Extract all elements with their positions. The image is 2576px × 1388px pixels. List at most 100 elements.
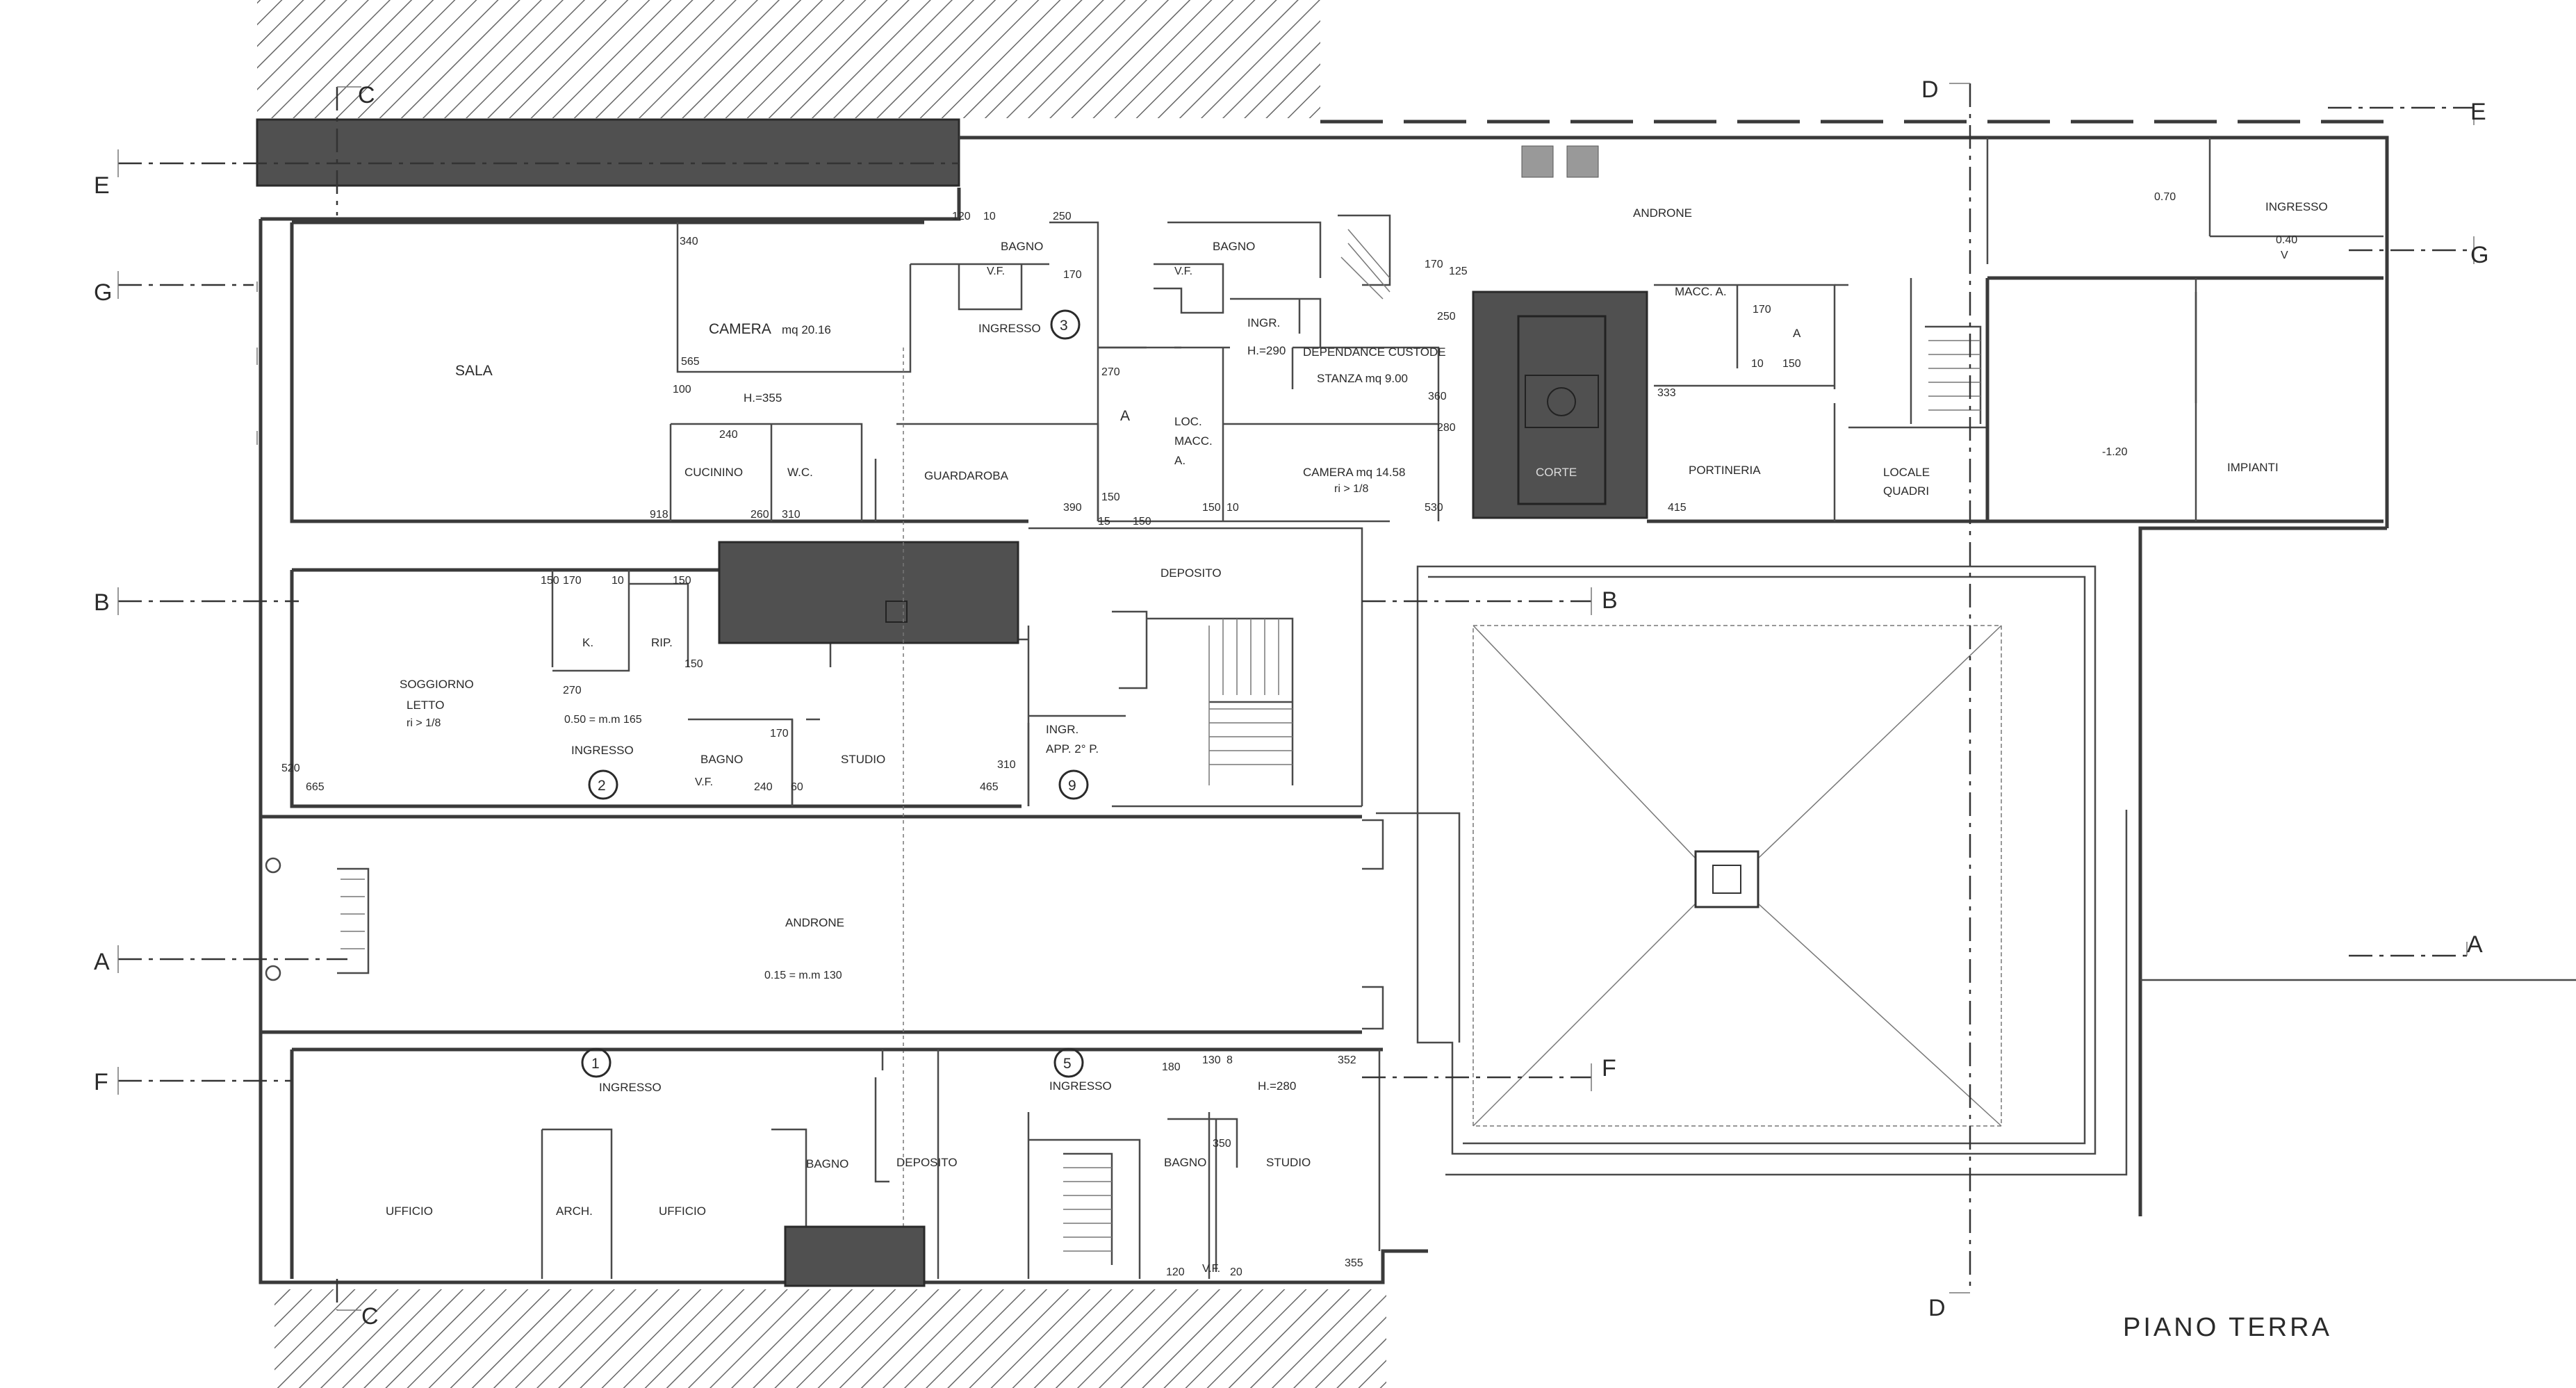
section-f-center: F bbox=[1602, 1055, 1616, 1081]
entrance-9-number: 9 bbox=[1068, 778, 1076, 794]
room-camera-1: CAMERA bbox=[709, 321, 771, 337]
dim-260: 260 bbox=[750, 509, 769, 521]
corte-shaft bbox=[1472, 145, 1648, 519]
dim-150a: 150 bbox=[1101, 491, 1120, 503]
dim-170d: 170 bbox=[563, 575, 582, 587]
room-ufficio-1: UFFICIO bbox=[386, 1205, 433, 1218]
height-355: H.=355 bbox=[744, 391, 782, 405]
room-macc-a: MACC. A. bbox=[1675, 285, 1727, 298]
dim-180: 180 bbox=[1162, 1061, 1181, 1073]
entrance-1-number: 1 bbox=[591, 1056, 600, 1072]
vf-4: V.F. bbox=[1202, 1263, 1220, 1275]
outer-walls bbox=[259, 136, 2389, 1284]
upper-right-block bbox=[1647, 138, 2384, 523]
dim-10d: 10 bbox=[612, 575, 624, 587]
dim-310: 310 bbox=[782, 509, 801, 521]
dim-240b: 240 bbox=[754, 781, 773, 793]
dim-270a: 270 bbox=[1101, 366, 1120, 378]
room-sala: SALA bbox=[455, 363, 493, 379]
dim-130: 130 bbox=[1202, 1054, 1221, 1066]
androne-corridor bbox=[261, 348, 1362, 1251]
room-camera-1-area: mq 20.16 bbox=[782, 323, 831, 336]
room-ingresso-5: INGRESSO bbox=[1049, 1079, 1112, 1093]
dim-150b: 150 bbox=[1133, 516, 1151, 528]
room-bagno-1: BAGNO bbox=[1001, 240, 1043, 253]
room-corte: CORTE bbox=[1536, 466, 1577, 479]
dim-390: 390 bbox=[1063, 502, 1082, 514]
room-ingresso-2: INGRESSO bbox=[571, 744, 634, 757]
dim-150d: 150 bbox=[1782, 358, 1801, 370]
room-guardaroba: GUARDAROBA bbox=[924, 469, 1009, 482]
dim-170c: 170 bbox=[1753, 304, 1771, 316]
dim-565: 565 bbox=[681, 356, 700, 368]
entrance-1-circle bbox=[581, 1047, 612, 1078]
entrance-9-circle bbox=[1058, 769, 1089, 800]
room-k: K. bbox=[582, 636, 593, 649]
entrance-2-number: 2 bbox=[598, 778, 606, 794]
level-050: 0.50 = m.m 165 bbox=[564, 714, 642, 726]
hatched-neighbour-top bbox=[257, 0, 1320, 118]
dim-15: 15 bbox=[1098, 516, 1110, 528]
lower-block bbox=[290, 1047, 1383, 1279]
dim-150f: 150 bbox=[673, 575, 691, 587]
dim-150e: 150 bbox=[541, 575, 559, 587]
dim-333: 333 bbox=[1657, 387, 1676, 399]
room-loc-macc-2: MACC. bbox=[1174, 434, 1213, 448]
room-wc: W.C. bbox=[787, 466, 813, 479]
level-minus-120: -1.20 bbox=[2102, 446, 2128, 458]
dim-170b: 170 bbox=[1425, 259, 1443, 270]
section-c-top: C bbox=[358, 82, 375, 108]
room-ingr-dependance: INGR. bbox=[1247, 316, 1280, 329]
dim-520: 520 bbox=[281, 762, 300, 774]
section-e-left: E bbox=[94, 172, 110, 199]
vf-1: V.F. bbox=[987, 266, 1005, 277]
dim-120b: 120 bbox=[1166, 1266, 1185, 1278]
dim-10c: 10 bbox=[1751, 358, 1764, 370]
room-bagno-2: BAGNO bbox=[1213, 240, 1255, 253]
dim-280: 280 bbox=[1437, 422, 1456, 434]
dim-270b: 270 bbox=[563, 685, 582, 696]
section-a-left: A bbox=[94, 949, 110, 975]
room-androne-main: ANDRONE bbox=[785, 916, 844, 929]
plan-title: PIANO TERRA bbox=[2123, 1313, 2332, 1342]
entrance-2-circle bbox=[588, 769, 618, 800]
dim-240: 240 bbox=[719, 429, 738, 441]
dim-10b: 10 bbox=[1227, 502, 1239, 514]
vf-3: V.F. bbox=[695, 776, 713, 788]
entrance-5-circle bbox=[1053, 1047, 1084, 1078]
room-letto-ri: ri > 1/8 bbox=[407, 717, 441, 729]
entrance-5-number: 5 bbox=[1063, 1056, 1072, 1072]
section-a-right: A bbox=[2467, 931, 2483, 958]
section-lines bbox=[117, 83, 2576, 1311]
dim-250b: 250 bbox=[1437, 311, 1456, 322]
room-cucinino: CUCININO bbox=[684, 466, 743, 479]
room-impianti: IMPIANTI bbox=[2227, 461, 2279, 474]
dim-170a: 170 bbox=[1063, 269, 1082, 281]
courtyard bbox=[1362, 565, 2128, 1176]
room-camera-2: CAMERA mq 14.58 bbox=[1303, 466, 1405, 479]
room-portineria: PORTINERIA bbox=[1689, 464, 1761, 477]
room-deposito-top: DEPOSITO bbox=[1160, 566, 1222, 580]
room-bagno-4: BAGNO bbox=[806, 1157, 848, 1170]
section-b-center: B bbox=[1602, 587, 1618, 614]
room-a-corridor: A bbox=[1120, 408, 1130, 424]
room-quadri: QUADRI bbox=[1883, 484, 1929, 498]
dim-350: 350 bbox=[1213, 1138, 1231, 1150]
section-f-left: F bbox=[94, 1069, 108, 1095]
level-040: 0.40 bbox=[2276, 234, 2297, 246]
room-ingresso-right: INGRESSO bbox=[2265, 200, 2328, 213]
room-ufficio-2: UFFICIO bbox=[659, 1205, 706, 1218]
level-015: 0.15 = m.m 130 bbox=[764, 970, 842, 981]
room-arch: ARCH. bbox=[556, 1205, 593, 1218]
room-locale: LOCALE bbox=[1883, 466, 1930, 479]
section-d-top: D bbox=[1921, 76, 1939, 103]
room-stanza: STANZA mq 9.00 bbox=[1317, 372, 1408, 385]
room-bagno-5: BAGNO bbox=[1164, 1156, 1206, 1169]
section-c-bottom: C bbox=[361, 1303, 379, 1330]
dim-125: 125 bbox=[1449, 266, 1468, 277]
room-studio-2: STUDIO bbox=[1266, 1156, 1311, 1169]
dark-shaft-middle bbox=[718, 541, 1019, 644]
level-070: 0.70 bbox=[2154, 191, 2176, 203]
dim-150c: 150 bbox=[1202, 502, 1221, 514]
